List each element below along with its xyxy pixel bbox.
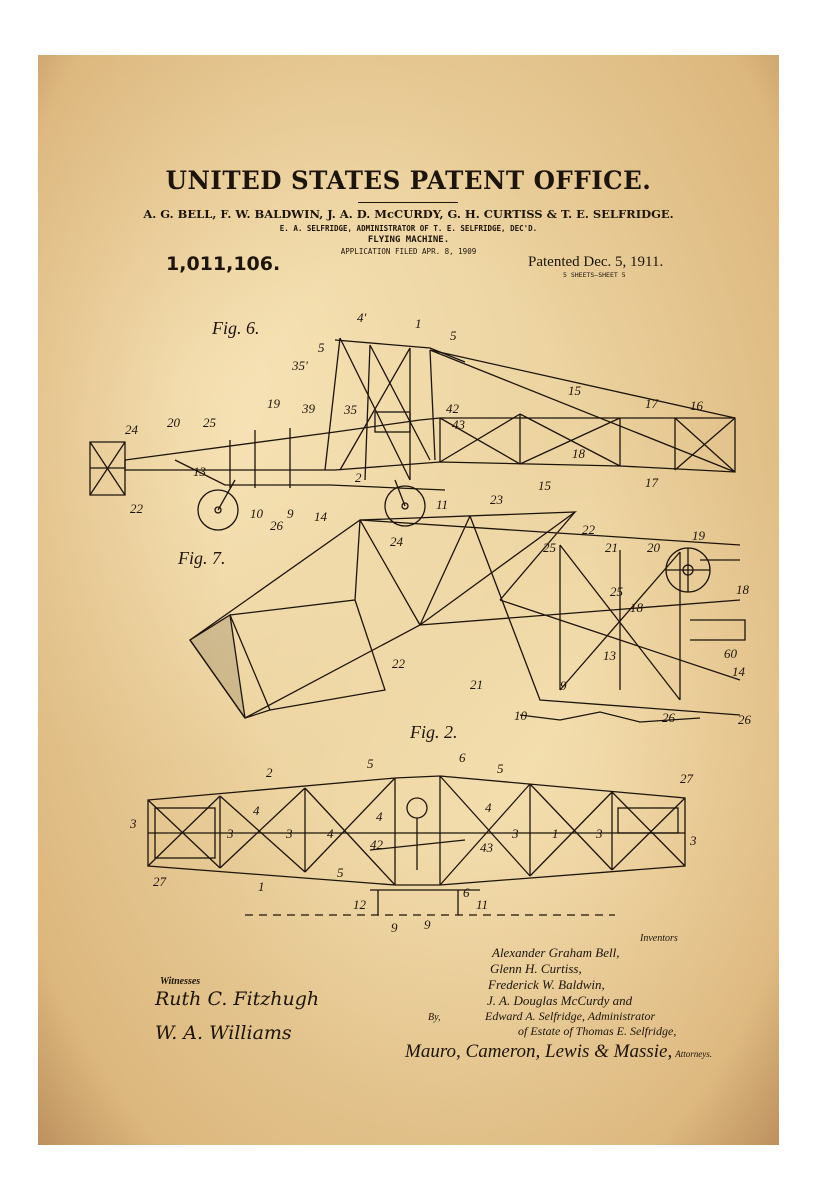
fig6-reference-numeral: 10	[250, 506, 264, 521]
fig7-reference-numeral: 26	[738, 712, 752, 727]
attorneys-signature: Mauro, Cameron, Lewis & Massie,	[405, 1042, 672, 1063]
fig7-reference-numeral: 60	[724, 646, 738, 661]
fig7-perspective-drawing	[190, 512, 745, 722]
fig6-reference-numeral: 24	[125, 422, 139, 437]
inventor-signature: Glenn H. Curtiss,	[490, 962, 582, 976]
fig2-reference-numeral: 6	[459, 750, 466, 765]
by-label: By,	[428, 1012, 441, 1023]
fig2-reference-numeral: 5	[497, 761, 504, 776]
fig2-reference-numeral: 4	[253, 803, 260, 818]
fig2-reference-numeral: 11	[476, 897, 488, 912]
fig6-reference-numeral: 39	[301, 401, 316, 416]
fig6-reference-numeral: 2	[355, 470, 362, 485]
fig7-reference-numeral: 9	[560, 678, 567, 693]
fig6-side-view-drawing	[90, 338, 735, 530]
fig2-reference-numeral: 3	[595, 826, 603, 841]
fig6-reference-numeral: 17	[645, 475, 659, 490]
fig6-reference-numeral: 42	[446, 401, 460, 416]
fig7-reference-numeral: 19	[692, 528, 706, 543]
fig2-reference-numeral: 9	[391, 920, 398, 935]
fig7-reference-numeral: 22	[392, 656, 406, 671]
fig7-reference-numeral: 25	[543, 540, 557, 555]
fig2-reference-numeral: 27	[680, 771, 694, 786]
fig7-reference-numeral: 21	[470, 677, 483, 692]
witnesses-label: Witnesses	[160, 976, 200, 987]
fig2-reference-numeral: 5	[367, 756, 374, 771]
fig2-reference-numeral: 12	[353, 897, 367, 912]
fig7-reference-numeral: 25	[610, 584, 624, 599]
fig7-reference-numeral: 22	[582, 522, 596, 537]
fig2-reference-numeral: 42	[370, 837, 384, 852]
fig2-reference-numeral: 2	[266, 765, 273, 780]
inventors-label: Inventors	[640, 933, 678, 944]
fig2-reference-numeral: 3	[689, 833, 697, 848]
fig2-reference-numeral: 4	[485, 800, 492, 815]
fig2-reference-numeral: 3	[511, 826, 519, 841]
fig7-reference-numeral: 10	[514, 708, 528, 723]
fig7-reference-numeral: 13	[603, 648, 617, 663]
fig6-reference-numeral: 18	[572, 446, 586, 461]
witness-signature-2: W. A. Williams	[155, 1022, 292, 1044]
fig2-reference-numeral: 43	[480, 840, 494, 855]
fig6-reference-numeral: 4'	[357, 310, 367, 325]
fig7-reference-numeral: 18	[630, 600, 644, 615]
fig6-reference-numeral: 19	[267, 396, 281, 411]
attorneys-label: Attorneys.	[675, 1050, 712, 1060]
fig7-reference-numeral: 14	[732, 664, 746, 679]
fig2-reference-numeral: 1	[258, 879, 265, 894]
fig2-reference-numeral: 4	[327, 826, 334, 841]
fig6-reference-numeral: 26	[270, 518, 284, 533]
inventor-signature: Edward A. Selfridge, Administrator	[485, 1010, 655, 1023]
inventor-signature: Frederick W. Baldwin,	[488, 978, 605, 992]
fig6-reference-numeral: 15	[538, 478, 552, 493]
witness-signature-1: Ruth C. Fitzhugh	[155, 988, 319, 1010]
fig6-reference-numeral: 5	[450, 328, 457, 343]
inventor-signature: Alexander Graham Bell,	[492, 946, 619, 960]
fig7-reference-numeral: 24	[390, 534, 404, 549]
fig7-reference-numeral: 20	[647, 540, 661, 555]
fig6-reference-numeral: 14	[314, 509, 328, 524]
fig2-label: Fig. 2.	[410, 722, 458, 743]
fig7-reference-numeral: 26	[662, 710, 676, 725]
inventor-signature: of Estate of Thomas E. Selfridge,	[518, 1025, 676, 1038]
fig2-reference-numeral: 5	[337, 865, 344, 880]
fig6-reference-numeral: 35'	[291, 358, 308, 373]
fig2-reference-numeral: 9	[424, 917, 431, 932]
fig2-reference-numeral: 3	[129, 816, 137, 831]
fig6-label: Fig. 6.	[212, 318, 260, 339]
fig6-reference-numeral: 11	[436, 497, 448, 512]
fig7-reference-numeral: 21	[605, 540, 618, 555]
fig6-reference-numeral: 1	[415, 316, 422, 331]
fig6-reference-numeral: 20	[167, 415, 181, 430]
fig2-reference-numeral: 1	[552, 826, 559, 841]
fig7-reference-numeral: 18	[736, 582, 750, 597]
fig6-reference-numeral: 5	[318, 340, 325, 355]
fig2-reference-numeral: 3	[285, 826, 293, 841]
fig7-label: Fig. 7.	[178, 548, 226, 569]
fig6-reference-numeral: 9	[287, 506, 294, 521]
fig6-reference-numeral: 43	[452, 417, 466, 432]
fig6-reference-numeral: 17	[645, 396, 659, 411]
fig6-reference-numeral: 22	[130, 501, 144, 516]
fig2-reference-numeral: 3	[226, 826, 234, 841]
fig6-reference-numeral: 16	[690, 398, 704, 413]
fig6-reference-numeral: 35	[343, 402, 358, 417]
fig7-reference-numeral: 23	[490, 492, 504, 507]
fig6-reference-numeral: 13	[193, 464, 207, 479]
fig2-reference-numeral: 4	[376, 809, 383, 824]
inventor-signature: J. A. Douglas McCurdy and	[487, 994, 632, 1008]
fig2-top-view-drawing	[148, 776, 685, 915]
fig2-reference-numeral: 6	[463, 885, 470, 900]
fig2-reference-numeral: 27	[153, 874, 167, 889]
fig6-reference-numeral: 25	[203, 415, 217, 430]
attorneys-row: Mauro, Cameron, Lewis & Massie, Attorney…	[405, 1042, 712, 1063]
fig6-reference-numeral: 15	[568, 383, 582, 398]
